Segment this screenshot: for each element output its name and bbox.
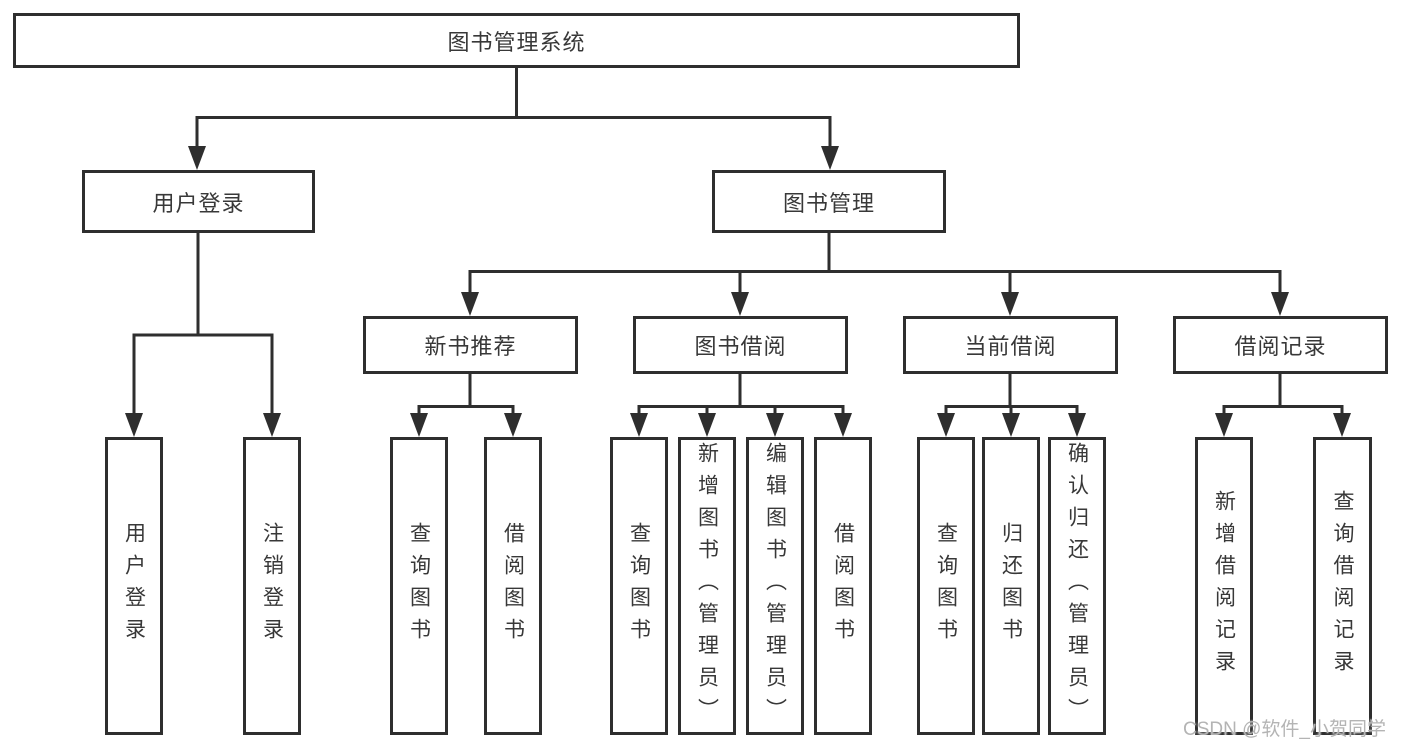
leaf-current-confirm-return-admin: 确认归还（管理员） (1048, 437, 1106, 735)
node-book-management-label: 图书管理 (782, 190, 875, 216)
leaf-current-return-books: 归还图书 (982, 437, 1040, 735)
node-current-borrow-label: 当前借阅 (964, 334, 1057, 359)
leaf-current-query-books-label: 查询图书 (934, 522, 958, 650)
leaf-current-return-books-label: 归还图书 (999, 522, 1023, 650)
node-book-borrow: 图书借阅 (633, 316, 848, 374)
leaf-records-add-record-label: 新增借阅记录 (1212, 490, 1236, 682)
leaf-borrow-edit-books-admin: 编辑图书（管理员） (746, 437, 804, 735)
leaf-recommend-borrow-books-label: 借阅图书 (501, 522, 525, 650)
leaf-logout-login-label: 注销登录 (260, 522, 284, 650)
csdn-watermark: CSDN @软件_小贺同学 (1183, 719, 1386, 740)
leaf-borrow-add-books-admin: 新增图书（管理员） (678, 437, 736, 735)
leaf-user-login: 用户登录 (105, 437, 163, 735)
node-new-book-recommend-label: 新书推荐 (424, 334, 517, 359)
node-user-login: 用户登录 (82, 170, 315, 233)
leaf-borrow-add-books-admin-label: 新增图书（管理员） (695, 442, 719, 730)
arrowheads (125, 146, 1351, 437)
leaf-user-login-label: 用户登录 (122, 522, 146, 650)
node-root: 图书管理系统 (13, 13, 1020, 68)
node-new-book-recommend: 新书推荐 (363, 316, 578, 374)
node-borrow-records: 借阅记录 (1173, 316, 1388, 374)
leaf-records-query-record: 查询借阅记录 (1313, 437, 1372, 735)
leaf-logout-login: 注销登录 (243, 437, 301, 735)
leaf-current-confirm-return-admin-label: 确认归还（管理员） (1065, 442, 1089, 730)
leaf-current-query-books: 查询图书 (917, 437, 975, 735)
leaf-recommend-query-books-label: 查询图书 (407, 522, 431, 650)
node-current-borrow: 当前借阅 (903, 316, 1118, 374)
leaf-recommend-query-books: 查询图书 (390, 437, 448, 735)
leaf-recommend-borrow-books: 借阅图书 (484, 437, 542, 735)
node-book-borrow-label: 图书借阅 (694, 334, 787, 359)
leaf-records-add-record: 新增借阅记录 (1195, 437, 1253, 735)
leaf-borrow-borrow-books-label: 借阅图书 (831, 522, 855, 650)
node-borrow-records-label: 借阅记录 (1234, 334, 1327, 359)
leaf-borrow-query-books-label: 查询图书 (627, 522, 651, 650)
node-book-management: 图书管理 (712, 170, 946, 233)
node-user-login-label: 用户登录 (152, 190, 245, 216)
leaf-borrow-borrow-books: 借阅图书 (814, 437, 872, 735)
node-root-label: 图书管理系统 (447, 29, 586, 55)
leaf-borrow-edit-books-admin-label: 编辑图书（管理员） (763, 442, 787, 730)
leaf-records-query-record-label: 查询借阅记录 (1331, 490, 1354, 682)
leaf-borrow-query-books: 查询图书 (610, 437, 668, 735)
